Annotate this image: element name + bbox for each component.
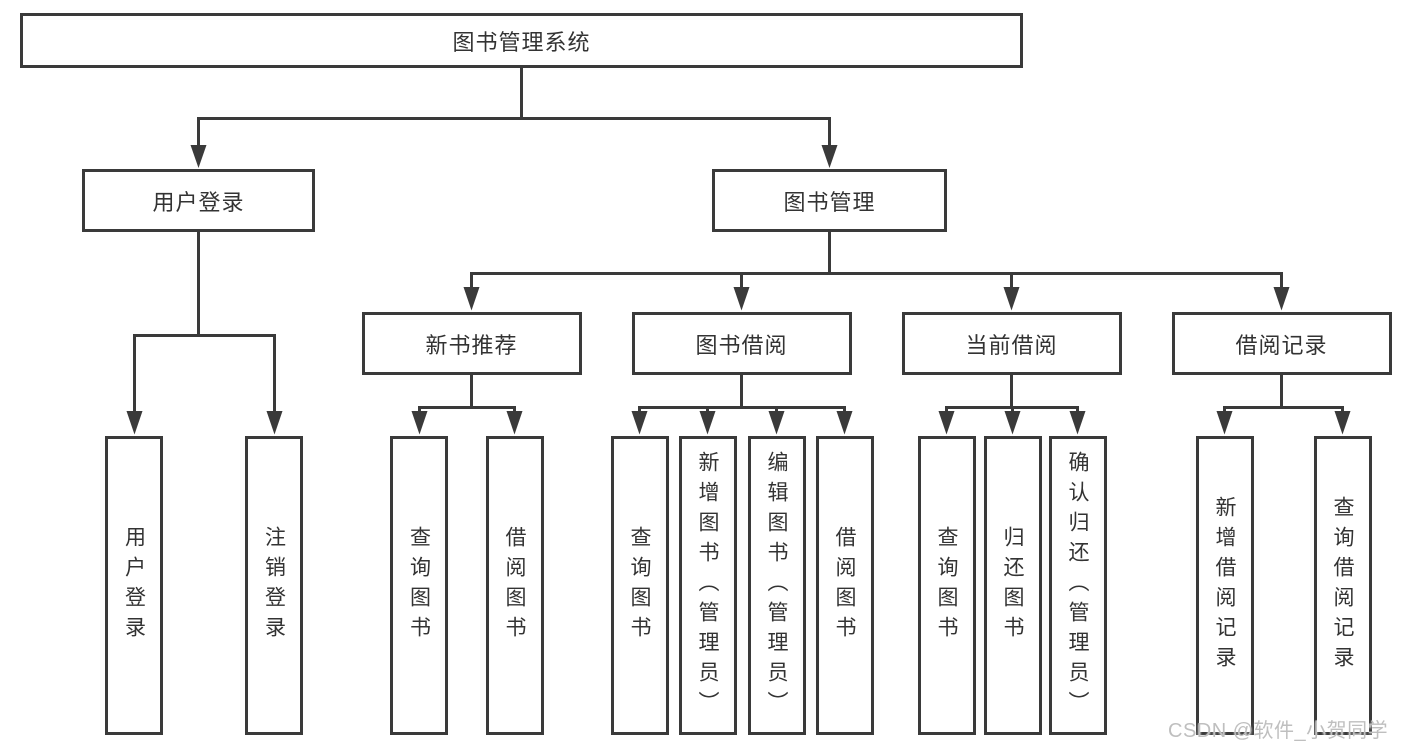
node-label: 新书推荐	[425, 332, 518, 358]
node-label: 借阅记录	[1235, 332, 1328, 358]
node-label: 用户登录	[152, 189, 245, 215]
node-query-books-current: 查询图书	[917, 436, 976, 735]
connector-current-borrow-to-leaves	[945, 374, 1079, 412]
node-library-management-system: 图书管理系统	[20, 13, 1023, 68]
node-confirm-return-admin: 确认归还（管理员）	[1048, 436, 1107, 735]
arrowheads-level2	[190, 145, 838, 168]
arrowheads-leaves	[411, 411, 1351, 435]
node-label: 归还图书	[1001, 525, 1024, 646]
node-label: 图书管理系统	[452, 29, 591, 55]
node-add-book-admin: 新增图书（管理员）	[678, 436, 737, 735]
node-edit-book-admin: 编辑图书（管理员）	[747, 436, 806, 735]
node-label: 借阅图书	[833, 525, 856, 646]
node-add-borrow-record: 新增借阅记录	[1195, 436, 1254, 735]
node-label: 查询图书	[935, 525, 958, 646]
connector-root-to-level2	[197, 68, 831, 146]
arrowheads-level3	[463, 287, 1290, 311]
node-label: 图书管理	[783, 189, 876, 215]
node-label: 图书借阅	[695, 332, 788, 358]
node-return-books: 归还图书	[983, 436, 1042, 735]
node-label: 查询借阅记录	[1331, 495, 1354, 676]
node-user-login: 用户登录	[82, 169, 315, 232]
node-label: 编辑图书（管理员）	[765, 450, 788, 721]
node-label: 用户登录	[122, 525, 146, 646]
node-label: 查询图书	[628, 525, 651, 646]
node-borrowing-records: 借阅记录	[1171, 312, 1392, 375]
node-query-borrow-record: 查询借阅记录	[1313, 436, 1372, 735]
connector-borrow-records-to-leaves	[1223, 374, 1344, 412]
connector-book-borrow-to-leaves	[638, 374, 846, 412]
connector-book-management-to-level3	[470, 232, 1283, 288]
node-label: 注销登录	[262, 525, 286, 646]
node-book-management: 图书管理	[712, 169, 947, 232]
connector-user-login-to-leaves	[133, 232, 276, 412]
arrowheads-user-login-leaves	[126, 411, 283, 435]
node-logout-leaf: 注销登录	[245, 436, 303, 735]
node-borrow-books-recommend: 借阅图书	[485, 436, 544, 735]
node-new-book-recommendation: 新书推荐	[361, 312, 582, 375]
node-label: 查询图书	[407, 525, 431, 646]
node-user-login-leaf: 用户登录	[105, 436, 163, 735]
node-query-books-recommend: 查询图书	[390, 436, 448, 735]
node-label: 借阅图书	[503, 525, 526, 646]
node-query-books-borrowing: 查询图书	[610, 436, 669, 735]
node-borrow-books-borrowing: 借阅图书	[815, 436, 874, 735]
node-label: 确认归还（管理员）	[1066, 450, 1089, 721]
connector-new-book-to-leaves	[418, 374, 516, 412]
watermark: CSDN @软件_小贺同学	[1168, 720, 1389, 742]
node-label: 新增借阅记录	[1213, 495, 1236, 676]
node-book-borrowing: 图书借阅	[631, 312, 852, 375]
node-label: 新增图书（管理员）	[696, 450, 719, 721]
node-current-borrowing: 当前借阅	[901, 312, 1122, 375]
node-label: 当前借阅	[965, 332, 1058, 358]
